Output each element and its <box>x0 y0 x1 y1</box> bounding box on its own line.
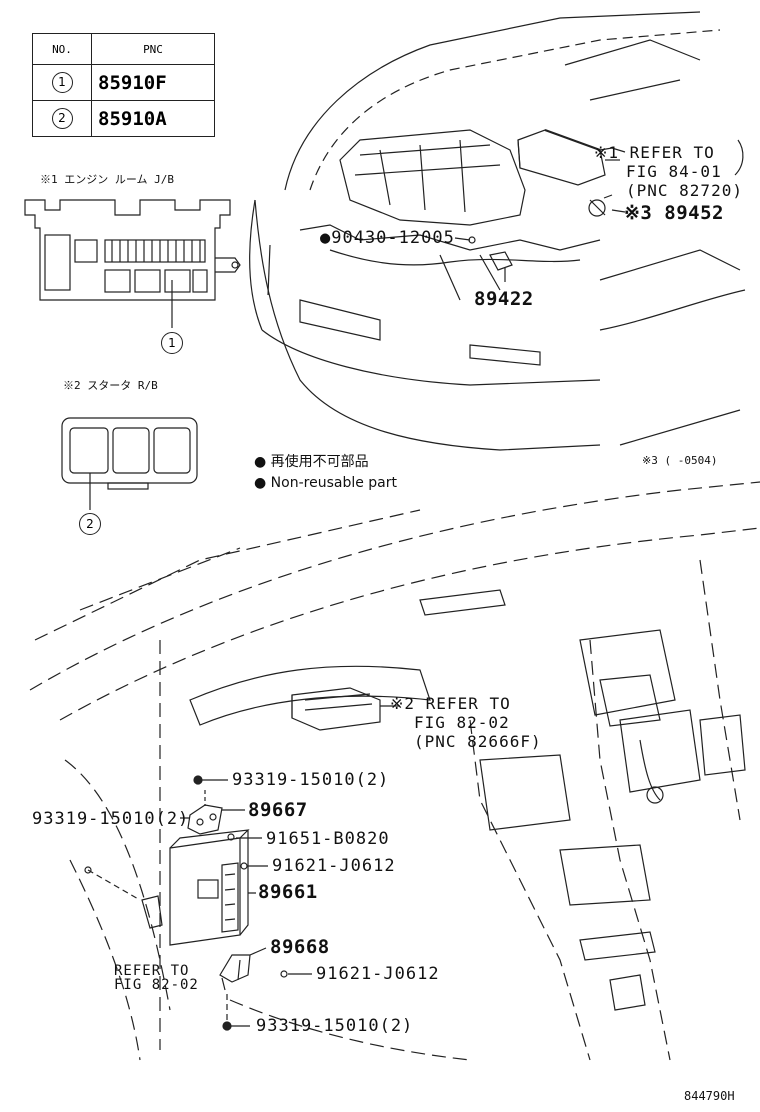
date-note: ※3 ( -0504) <box>642 454 718 467</box>
pnc-table: NO. PNC 1 85910F 2 85910A <box>32 33 215 137</box>
ref2-line2: FIG 82-02 <box>414 713 510 732</box>
table-header-pnc: PNC <box>91 33 215 65</box>
ref1-line3: (PNC 82720) <box>626 181 743 200</box>
circled-number: 1 <box>51 72 73 93</box>
legend-en: ● Non-reusable part <box>254 475 397 491</box>
figure-id: 844790H <box>684 1089 735 1103</box>
part-90430-label: ●90430-12005 <box>320 228 455 248</box>
pnc-value: 85910F <box>91 64 215 101</box>
ref2-line3: (PNC 82666F) <box>414 732 542 751</box>
ref1-line2: FIG 84-01 <box>626 162 722 181</box>
starter-rb-drawing <box>61 417 198 510</box>
ref1-line1: ※1 REFER TO <box>594 143 715 162</box>
ref2-line1: ※2 REFER TO <box>390 694 511 713</box>
circled-number: 2 <box>51 108 73 129</box>
part-91621-upper-label: 91621-J0612 <box>272 856 396 876</box>
part-91621-lower-label: 91621-J0612 <box>316 964 440 984</box>
table-row: 2 85910A <box>32 100 215 137</box>
legend-jp: ● 再使用不可部品 <box>254 454 369 470</box>
part-89422-label: 89422 <box>474 288 534 310</box>
dashboard-drawing <box>29 481 760 1061</box>
vehicle-front-drawing <box>249 11 746 451</box>
part-91651-label: 91651-B0820 <box>266 829 390 849</box>
pnc-value: 85910A <box>91 100 215 137</box>
part-89452-label: ※3 89452 <box>624 202 724 224</box>
callout-2: 2 <box>79 513 101 535</box>
ref3-line1: REFER TO <box>114 963 190 979</box>
ref3-line2: FIG 82-02 <box>114 977 199 993</box>
part-93319-bottom-label: 93319-15010(2) <box>256 1016 414 1036</box>
dashboard-details <box>84 589 746 1031</box>
engine-room-jb-drawing <box>24 199 241 328</box>
part-89668-label: 89668 <box>270 936 330 958</box>
callout-1: 1 <box>161 332 183 354</box>
part-89661-label: 89661 <box>258 881 318 903</box>
table-row: 1 85910F <box>32 64 215 101</box>
table-header-row: NO. PNC <box>32 33 215 65</box>
legend-jp-text: 再使用不可部品 <box>270 454 369 470</box>
table-header-no: NO. <box>32 33 92 65</box>
part-89667-label: 89667 <box>248 799 308 821</box>
starter-rb-label: ※2 スタータ R/B <box>63 379 158 392</box>
legend-en-text: Non-reusable part <box>270 475 397 491</box>
part-93319-left-label: 93319-15010(2) <box>32 809 190 829</box>
part-93319-top-label: 93319-15010(2) <box>232 770 390 790</box>
engine-room-jb-label: ※1 エンジン ルーム J/B <box>40 173 175 186</box>
